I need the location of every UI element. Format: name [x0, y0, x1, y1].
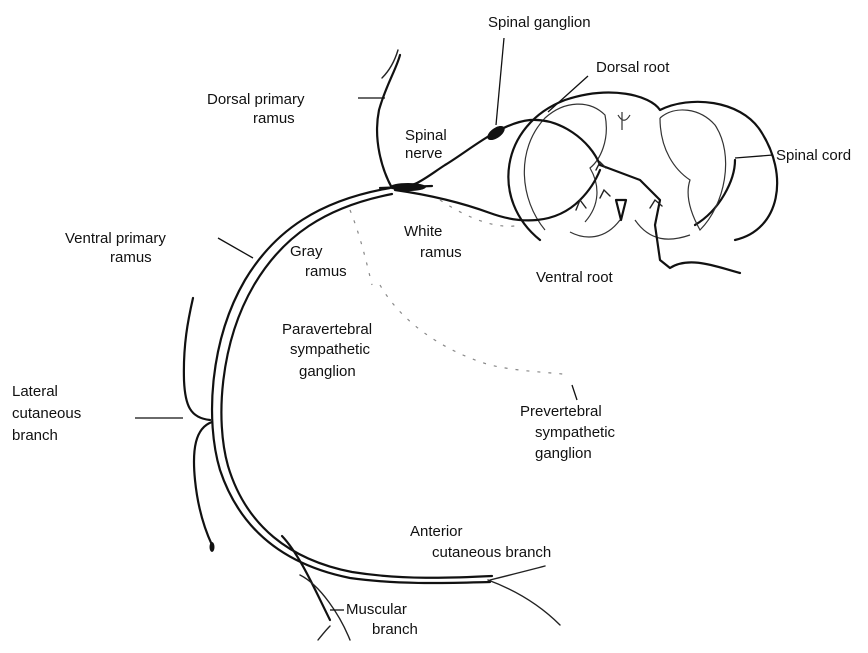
label-spinal-ganglion: Spinal ganglion — [488, 14, 591, 31]
dorsal-primary-ramus — [377, 55, 400, 188]
label-lateral-cutaneous-1: Lateral — [12, 383, 58, 400]
central-line — [618, 112, 630, 130]
paravertebral-path — [380, 285, 570, 375]
label-ventral-root: Ventral root — [536, 269, 614, 286]
label-dorsal-root: Dorsal root — [596, 59, 670, 76]
ventral-fissure — [616, 200, 626, 220]
label-gray-ramus-1: Gray — [290, 243, 323, 260]
label-spinal-nerve-1: Spinal — [405, 127, 447, 144]
label-white-ramus-1: White — [404, 223, 442, 240]
prevertebral-leader — [572, 385, 577, 400]
label-anterior-cutaneous-1: Anterior — [410, 523, 463, 540]
dorsal-primary-ramus-branch — [382, 50, 398, 78]
label-ventral-primary-ramus-1: Ventral primary — [65, 230, 166, 247]
label-spinal-cord: Spinal cord — [776, 147, 851, 164]
label-anterior-cutaneous-2: cutaneous branch — [432, 544, 551, 561]
lateral-cutaneous-end — [210, 542, 215, 552]
label-muscular-branch-2: branch — [372, 621, 418, 638]
dorsal-root-leader — [548, 76, 588, 112]
spinal-ganglion — [485, 123, 507, 143]
label-paravertebral-3: ganglion — [299, 363, 356, 380]
spinal-cord-leader — [735, 155, 773, 158]
spinal-cord-right-edge — [695, 160, 735, 225]
gray-matter-bottom — [570, 220, 690, 239]
gray-ramus-path — [350, 210, 372, 285]
label-dorsal-primary-ramus-2: ramus — [253, 110, 295, 127]
label-prevertebral-1: Prevertebral — [520, 403, 602, 420]
label-paravertebral-1: Paravertebral — [282, 321, 372, 338]
white-ramus-path — [440, 200, 520, 226]
lateral-cutaneous-branch-upper — [184, 298, 210, 420]
spinal-ganglion-leader — [496, 38, 504, 125]
label-spinal-nerve-2: nerve — [405, 145, 443, 162]
gray-matter-right — [660, 110, 726, 230]
label-lateral-cutaneous-3: branch — [12, 427, 58, 444]
spinal-nerve-junction — [390, 183, 426, 191]
label-lateral-cutaneous-2: cutaneous — [12, 405, 81, 422]
label-muscular-branch-1: Muscular — [346, 601, 407, 618]
label-paravertebral-2: sympathetic — [290, 341, 371, 358]
label-dorsal-primary-ramus-1: Dorsal primary — [207, 91, 305, 108]
ventral-primary-ramus-leader — [218, 238, 253, 258]
label-prevertebral-3: ganglion — [535, 445, 592, 462]
ventral-root-arrows — [576, 162, 662, 210]
label-prevertebral-2: sympathetic — [535, 424, 616, 441]
label-gray-ramus-2: ramus — [305, 263, 347, 280]
lateral-cutaneous-branch-lower — [194, 422, 212, 545]
label-white-ramus-2: ramus — [420, 244, 462, 261]
anterior-cutaneous-branch-ends — [488, 566, 560, 625]
label-ventral-primary-ramus-2: ramus — [110, 249, 152, 266]
